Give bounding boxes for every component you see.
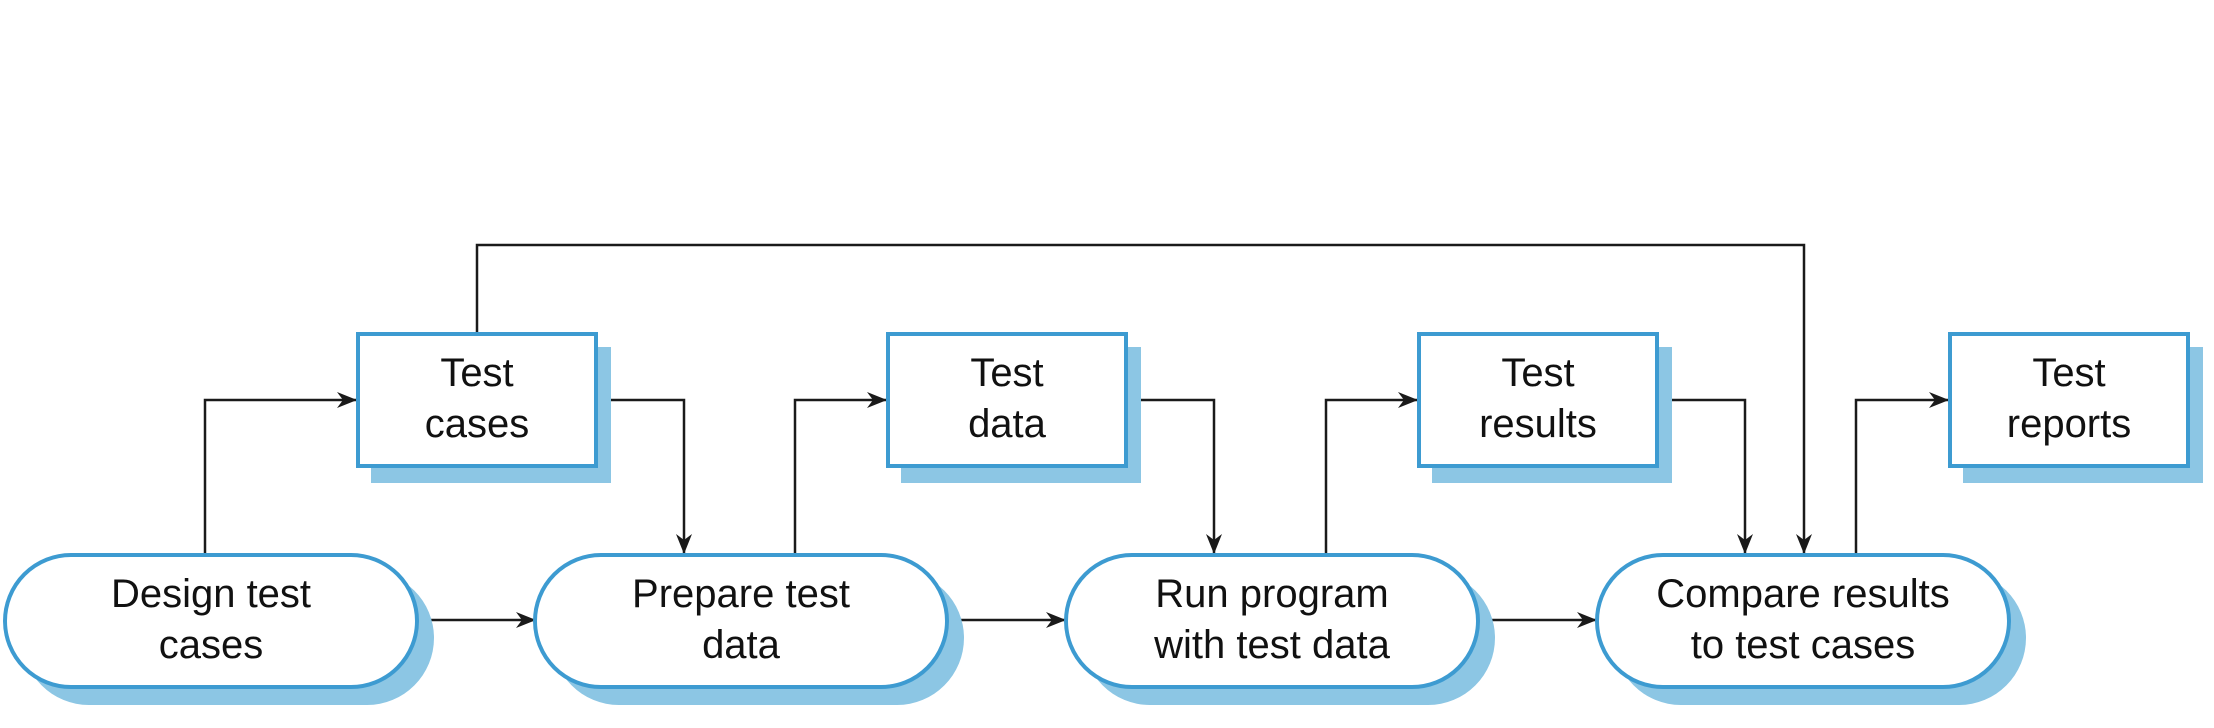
artifact-test-results-label-2: results: [1479, 402, 1597, 446]
process-run-label-1: Run program: [1155, 572, 1388, 616]
process-run-label-2: with test data: [1153, 623, 1390, 667]
process-design-test-cases: Design test cases: [3, 553, 434, 705]
process-compare-label-2: to test cases: [1691, 623, 1916, 667]
arrow-test-data-to-run: [1126, 398, 1222, 554]
process-run-program: Run program with test data: [1064, 553, 1495, 705]
artifact-test-cases-label-2: cases: [425, 402, 530, 446]
artifact-test-data-label-2: data: [968, 402, 1047, 446]
arrow-compare-to-test-reports: [1854, 392, 1949, 553]
artifact-test-reports: Test reports: [1948, 332, 2203, 483]
artifact-test-results-label-1: Test: [1501, 351, 1574, 395]
process-prepare-label-1: Prepare test: [632, 572, 850, 616]
artifact-test-reports-label-1: Test: [2032, 351, 2105, 395]
arrow-design-to-test-cases: [203, 392, 357, 553]
arrow-run-to-test-results: [1324, 392, 1418, 553]
artifact-test-data: Test data: [886, 332, 1141, 483]
arrow-test-results-to-compare: [1657, 398, 1753, 554]
process-design-label-1: Design test: [111, 572, 311, 616]
process-prepare-label-2: data: [702, 623, 781, 667]
process-compare-label-1: Compare results: [1656, 572, 1949, 616]
artifact-test-data-label-1: Test: [970, 351, 1043, 395]
process-design-label-2: cases: [159, 623, 264, 667]
arrow-test-cases-to-prepare: [596, 398, 692, 554]
process-compare-results: Compare results to test cases: [1595, 553, 2026, 705]
flow-arrows: [203, 243, 1949, 628]
artifact-test-reports-label-2: reports: [2007, 402, 2132, 446]
arrow-test-cases-to-compare: [475, 243, 1812, 554]
artifact-test-results: Test results: [1417, 332, 1672, 483]
artifact-test-cases: Test cases: [356, 332, 611, 483]
artifact-test-cases-label-1: Test: [440, 351, 513, 395]
arrow-prepare-to-test-data: [793, 392, 887, 553]
process-prepare-test-data: Prepare test data: [533, 553, 964, 705]
